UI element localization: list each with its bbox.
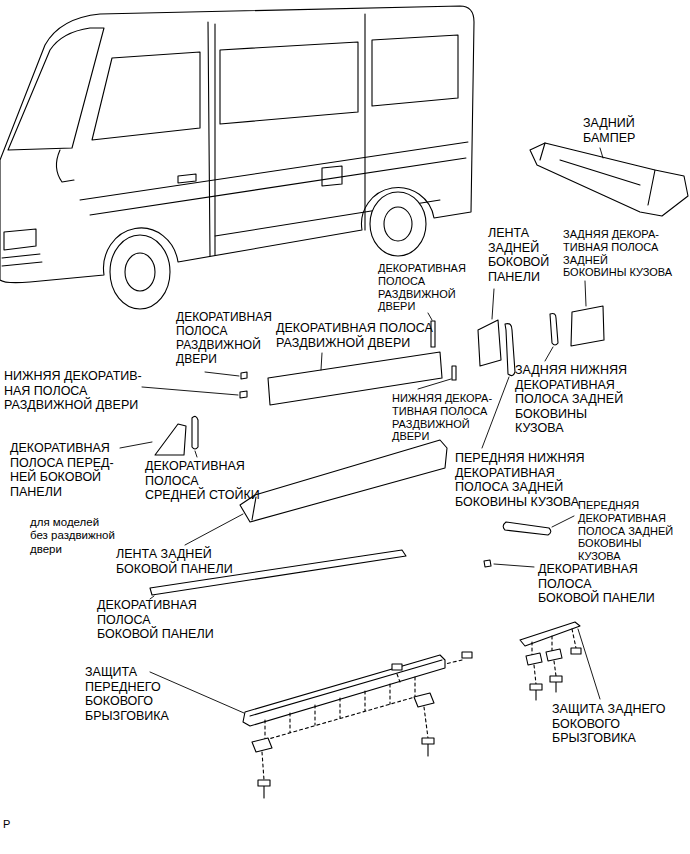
part-label: ДЕКОРАТИВНАЯ ПОЛОСА РАЗДВИЖНОЙ ДВЕРИ (378, 262, 467, 313)
part-label: ЗАДНЯЯ ДЕКОРА- ТИВНАЯ ПОЛОСА ЗАДНЕЙ БОКО… (563, 228, 674, 279)
center-pillar-strip (192, 416, 198, 449)
side-panel-small-piece (484, 560, 491, 567)
rear-mudguard-protector (520, 622, 581, 700)
side-panel-tape (240, 440, 447, 522)
part-label: ЗАЩИТА ЗАДНЕГО БОКОВОГО БРЫЗГОВИКА (552, 702, 667, 746)
part-label: ЛЕНТА ЗАДНЕЙ БОКОВОЙ ПАНЕЛИ (116, 547, 234, 576)
part-label: ДЕКОРАТИВНАЯ ПОЛОСА БОКОВОЙ ПАНЕЛИ (97, 598, 215, 642)
front-mudguard-protector (243, 652, 472, 798)
part-label: НИЖНЯЯ ДЕКОРА- ТИВНАЯ ПОЛОСА РАЗДВИЖНОЙ … (392, 392, 494, 443)
part-label: ДЕКОРАТИВНАЯ ПОЛОСА БОКОВОЙ ПАНЕЛИ (538, 562, 656, 606)
part-label: ДЕКОРАТИВНАЯ ПОЛОСА СРЕДНЕЙ СТОЙКИ (145, 459, 261, 503)
rear-bumper (530, 143, 688, 216)
rear-lower-strip (550, 314, 558, 346)
part-label: ЗАЩИТА ПЕРЕДНЕГО БОКОВОГО БРЫЗГОВИКА (85, 665, 170, 723)
part-label: ДЕКОРАТИВНАЯ ПОЛОСА РАЗДВИЖНОЙ ДВЕРИ (176, 311, 273, 367)
rear-panel-tape (478, 320, 501, 366)
part-label: ЛЕНТА ЗАДНЕЙ БОКОВОЙ ПАНЕЛИ (488, 226, 550, 284)
part-label: ПЕРЕДНЯЯ ДЕКОРАТИВНАЯ ПОЛОСА ЗАДНЕЙ БОКО… (578, 499, 675, 563)
part-label: НИЖНЯЯ ДЕКОРАТИВ- НАЯ ПОЛОСА РАЗДВИЖНОЙ … (4, 369, 143, 413)
rear-quarter-molding (571, 306, 604, 346)
part-label: ЗАДНЯЯ НИЖНЯЯ ДЕКОРАТИВНАЯ ПОЛОСА ЗАДНЕЙ… (515, 363, 628, 436)
sliding-door-end-piece (241, 372, 247, 379)
sliding-door-lower-end-piece (240, 391, 247, 398)
note-text: для моделей без раздвижной двери (30, 516, 116, 556)
rear-quarter-front-molding (503, 522, 551, 535)
front-lower-strip (505, 324, 515, 376)
part-label: ДЕКОРАТИВНАЯ ПОЛОСА РАЗДВИЖНОЙ ДВЕРИ (276, 321, 434, 350)
front-panel-molding (155, 424, 186, 455)
part-label: ЗАДНИЙ БАМПЕР (583, 116, 638, 145)
part-label: ПЕРЕДНЯЯ НИЖНЯЯ ДЕКОРАТИВНАЯ ПОЛОСА ЗАДН… (455, 451, 586, 509)
figure-code: P (3, 818, 12, 831)
part-label: ДЕКОРАТИВНАЯ ПОЛОСА ПЕРЕД- НЕЙ БОКОВОЙ П… (10, 441, 115, 499)
sliding-door-lower-small-strip (452, 366, 456, 380)
